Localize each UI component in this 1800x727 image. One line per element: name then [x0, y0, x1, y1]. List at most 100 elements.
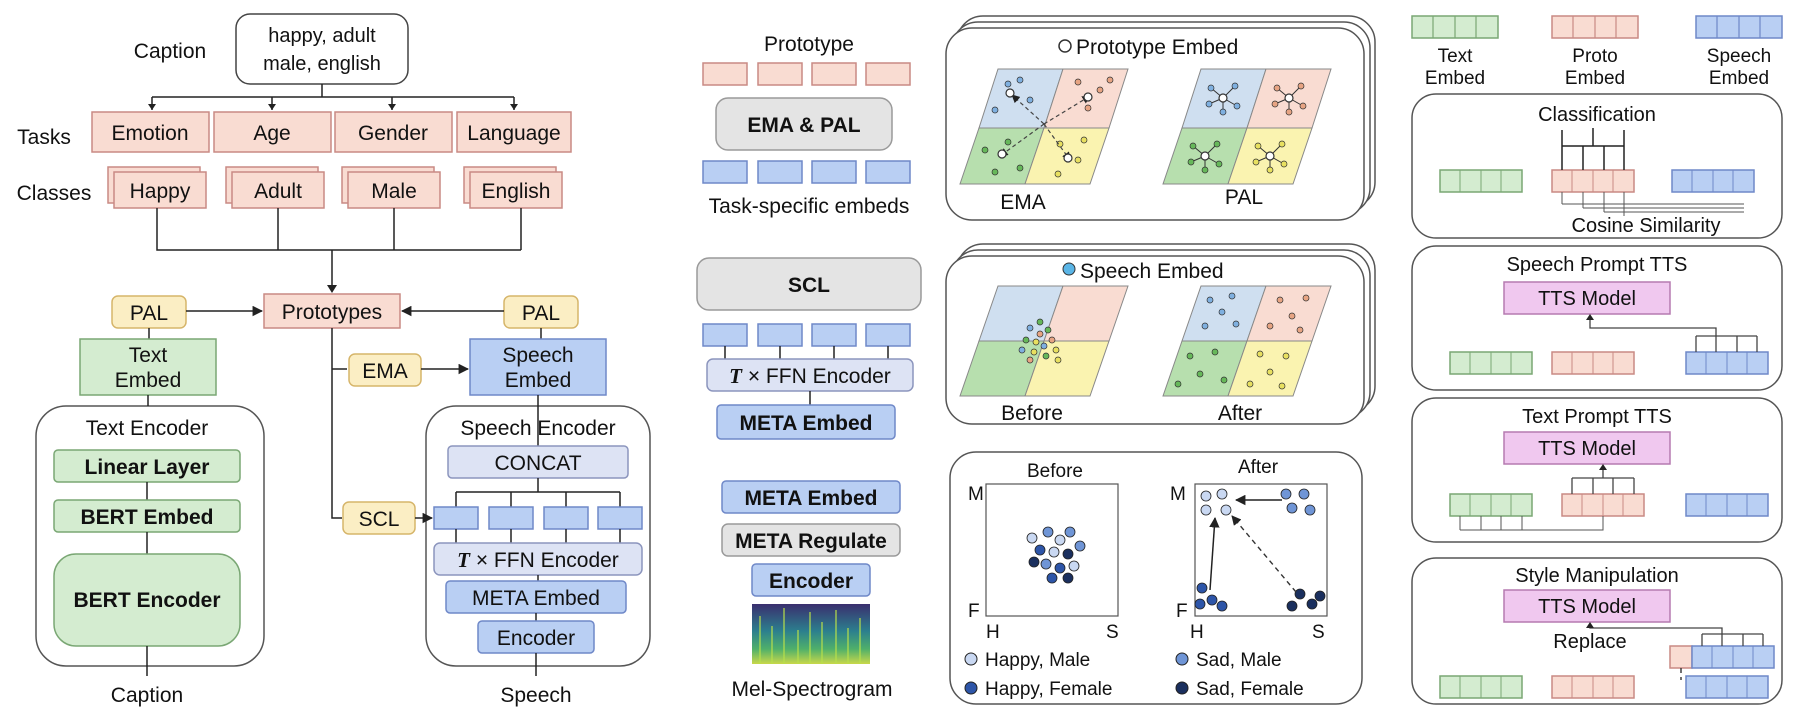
legend-proto-embed-line-1: Proto [1572, 46, 1617, 67]
class-happy-label: Happy [130, 180, 191, 203]
bert-embed-label: BERT Embed [80, 506, 213, 529]
scl-embed-1 [702, 323, 748, 347]
classification-text-embed [1439, 169, 1523, 193]
legend-speech-embed-line-2: Embed [1709, 68, 1769, 89]
task-language-label: Language [467, 122, 560, 145]
task-embed-2 [488, 506, 534, 530]
prototype-label: Prototype [764, 33, 854, 56]
task-language [456, 111, 572, 153]
caption-bottom-label: Caption [111, 684, 183, 707]
task-specific-embed-4 [865, 160, 911, 184]
speech-prompt-speech-embed [1685, 351, 1769, 375]
class-adult: Adult [225, 166, 325, 209]
proto-panel-pal-label: PAL [1225, 186, 1263, 209]
left-architecture: Caption happy, adult male, english Tasks… [17, 13, 651, 707]
meta-regulate-box [721, 523, 901, 557]
text-prompt-tts-title: Text Prompt TTS [1522, 406, 1672, 428]
cosine-similarity-label: Cosine Similarity [1572, 215, 1721, 237]
mid-encoder-label: Encoder [769, 570, 853, 593]
style-manip-tts-model-label: TTS Model [1538, 596, 1636, 618]
ema-pal-box [715, 97, 893, 151]
caption-top-label: Caption [134, 40, 206, 63]
style-manip-tts-model [1503, 589, 1671, 623]
task-embed-3 [543, 506, 589, 530]
proto-embed-2 [757, 62, 803, 86]
after-axis-h: H [1190, 622, 1204, 643]
legend-proto-embed: Proto Embed [1551, 15, 1639, 89]
meta-embed-2-label: META Embed [744, 487, 877, 510]
speech-embed-box [469, 338, 607, 396]
mid-meta-embed-label: META Embed [739, 412, 872, 435]
legend-speech-embed: Speech Embed [1695, 15, 1783, 89]
task-specific-embed-3 [811, 160, 857, 184]
before-axis-s: S [1106, 622, 1119, 643]
text-embed-line-2: Embed [115, 369, 182, 392]
prototype-legend-label: Prototype Embed [1076, 36, 1238, 59]
class-adult-label: Adult [254, 180, 302, 203]
legend-happy-male-dot [964, 652, 978, 666]
text-prompt-tts-panel [1411, 397, 1783, 543]
prototypes-box [263, 293, 401, 329]
legend-happy-female-dot [964, 681, 978, 695]
legend-sad-male-dot [1175, 652, 1189, 666]
after-axis-s: S [1312, 622, 1325, 643]
legend-sad-male: Sad, Male [1196, 650, 1282, 671]
concat-label: CONCAT [494, 452, 581, 475]
before-axis-m: M [968, 484, 984, 505]
text-prompt-tts-model-label: TTS Model [1538, 438, 1636, 460]
speech-prompt-text-embed [1449, 351, 1533, 375]
scl-left-label: SCL [359, 508, 400, 531]
task-emotion [91, 111, 210, 153]
ema-pal-label: EMA & PAL [747, 114, 860, 137]
ema-box [348, 353, 422, 387]
pal-right-label: PAL [522, 302, 560, 325]
text-prompt-text-embed [1449, 493, 1533, 517]
speech-prompt-proto-embed [1551, 351, 1635, 375]
class-happy: Happy [107, 166, 207, 209]
legend-happy-male: Happy, Male [985, 650, 1090, 671]
meta-regulate-label: META Regulate [735, 530, 887, 553]
proto-embed-1 [702, 62, 748, 86]
class-english-label: English [482, 180, 551, 203]
scl-label: SCL [788, 274, 830, 297]
before-axis-f: F [968, 601, 980, 622]
task-embed-4 [597, 506, 643, 530]
class-male-label: Male [371, 180, 417, 203]
task-specific-label: Task-specific embeds [709, 195, 910, 218]
speech-legend-dot [1062, 262, 1076, 276]
style-manipulation-panel [1411, 557, 1783, 705]
task-gender [334, 111, 453, 153]
legend-text-embed: Text Embed [1411, 15, 1499, 89]
legend-sad-female: Sad, Female [1196, 679, 1304, 700]
classification-title: Classification [1538, 104, 1656, 126]
pal-left-label: PAL [130, 302, 168, 325]
mid-meta-embed-box [716, 404, 896, 440]
caption-box-line-2: male, english [263, 53, 381, 75]
tasks-label: Tasks [17, 126, 71, 149]
text-encoder-group [35, 405, 265, 667]
after-axis-f: F [1176, 601, 1188, 622]
caption-box-line-1: happy, adult [268, 25, 376, 47]
ffn-encoder-label: T × FFN Encoder [457, 548, 619, 572]
style-manip-mixed-embed [1669, 645, 1775, 669]
meta-embed-left-label: META Embed [472, 587, 600, 610]
middle-pipeline: Prototype EMA & PAL Task-specific embeds… [696, 33, 922, 701]
text-embed-line-1: Text [129, 344, 168, 367]
speech-embed-line-1: Speech [502, 344, 573, 367]
speech-prompt-tts-title: Speech Prompt TTS [1507, 254, 1688, 276]
speech-prompt-tts-panel [1411, 245, 1783, 391]
mel-spectrogram-label: Mel-Spectrogram [731, 678, 892, 701]
mel-spectrogram-image [752, 604, 870, 664]
scl-embed-4 [865, 323, 911, 347]
text-encoder-title: Text Encoder [86, 417, 209, 440]
before-axis-h: H [986, 622, 1000, 643]
legend-speech-embed-line-1: Speech [1707, 46, 1771, 67]
style-manip-text-embed [1439, 675, 1523, 699]
proto-embed-3 [811, 62, 857, 86]
text-prompt-proto-embed [1561, 493, 1645, 517]
legend-sad-female-dot [1175, 681, 1189, 695]
classes-label: Classes [17, 182, 92, 205]
bert-encoder-label: BERT Encoder [73, 589, 220, 612]
style-manip-speech-embed [1685, 675, 1769, 699]
linear-layer-label: Linear Layer [85, 456, 210, 479]
